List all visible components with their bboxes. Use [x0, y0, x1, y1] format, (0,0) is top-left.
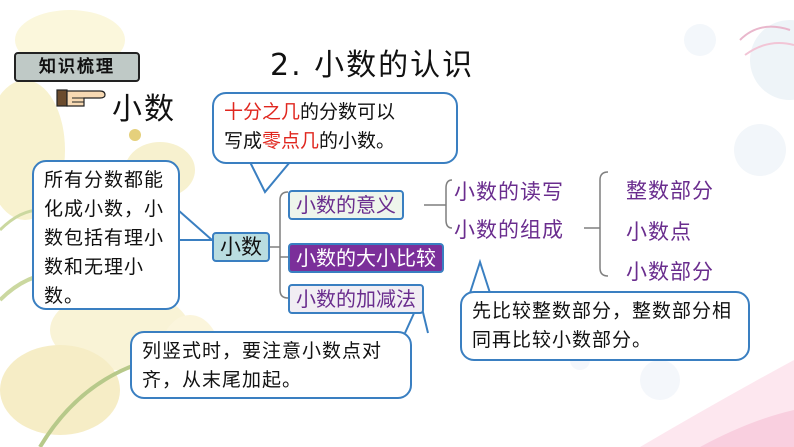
section-tag: 知识梳理 — [14, 52, 140, 82]
callout-fractions-to-decimals: 所有分数都能化成小数，小数包括有理小数和无理小数。 — [32, 160, 180, 310]
callout-addition-rule: 列竖式时，要注意小数点对齐，从末尾加起。 — [130, 331, 412, 399]
highlight-tenths: 十分之几 — [224, 101, 301, 123]
branch-meaning: 小数的意义 — [288, 190, 404, 220]
root-node: 小数 — [212, 232, 270, 262]
part-fraction: 小数部分 — [626, 260, 714, 284]
child-composition: 小数的组成 — [454, 218, 564, 242]
callout-text: 写成 — [224, 130, 263, 152]
branch-comparison: 小数的大小比较 — [288, 243, 444, 273]
page-title: 2. 小数的认识 — [270, 48, 475, 83]
part-integer: 整数部分 — [626, 179, 714, 203]
pointing-hand-icon — [56, 89, 106, 107]
part-decimal-point: 小数点 — [626, 220, 692, 244]
callout-text: 的小数。 — [319, 130, 396, 152]
topic-label: 小数 — [112, 92, 176, 127]
callout-compare-rule: 先比较整数部分，整数部分相同再比较小数部分。 — [460, 291, 750, 361]
branch-addition-subtraction: 小数的加减法 — [288, 284, 424, 314]
callout-decimal-meaning: 十分之几的分数可以 写成零点几的小数。 — [212, 92, 458, 164]
child-read-write: 小数的读写 — [454, 180, 564, 204]
highlight-zero-point: 零点几 — [262, 130, 320, 152]
callout-text: 的分数可以 — [300, 101, 396, 123]
